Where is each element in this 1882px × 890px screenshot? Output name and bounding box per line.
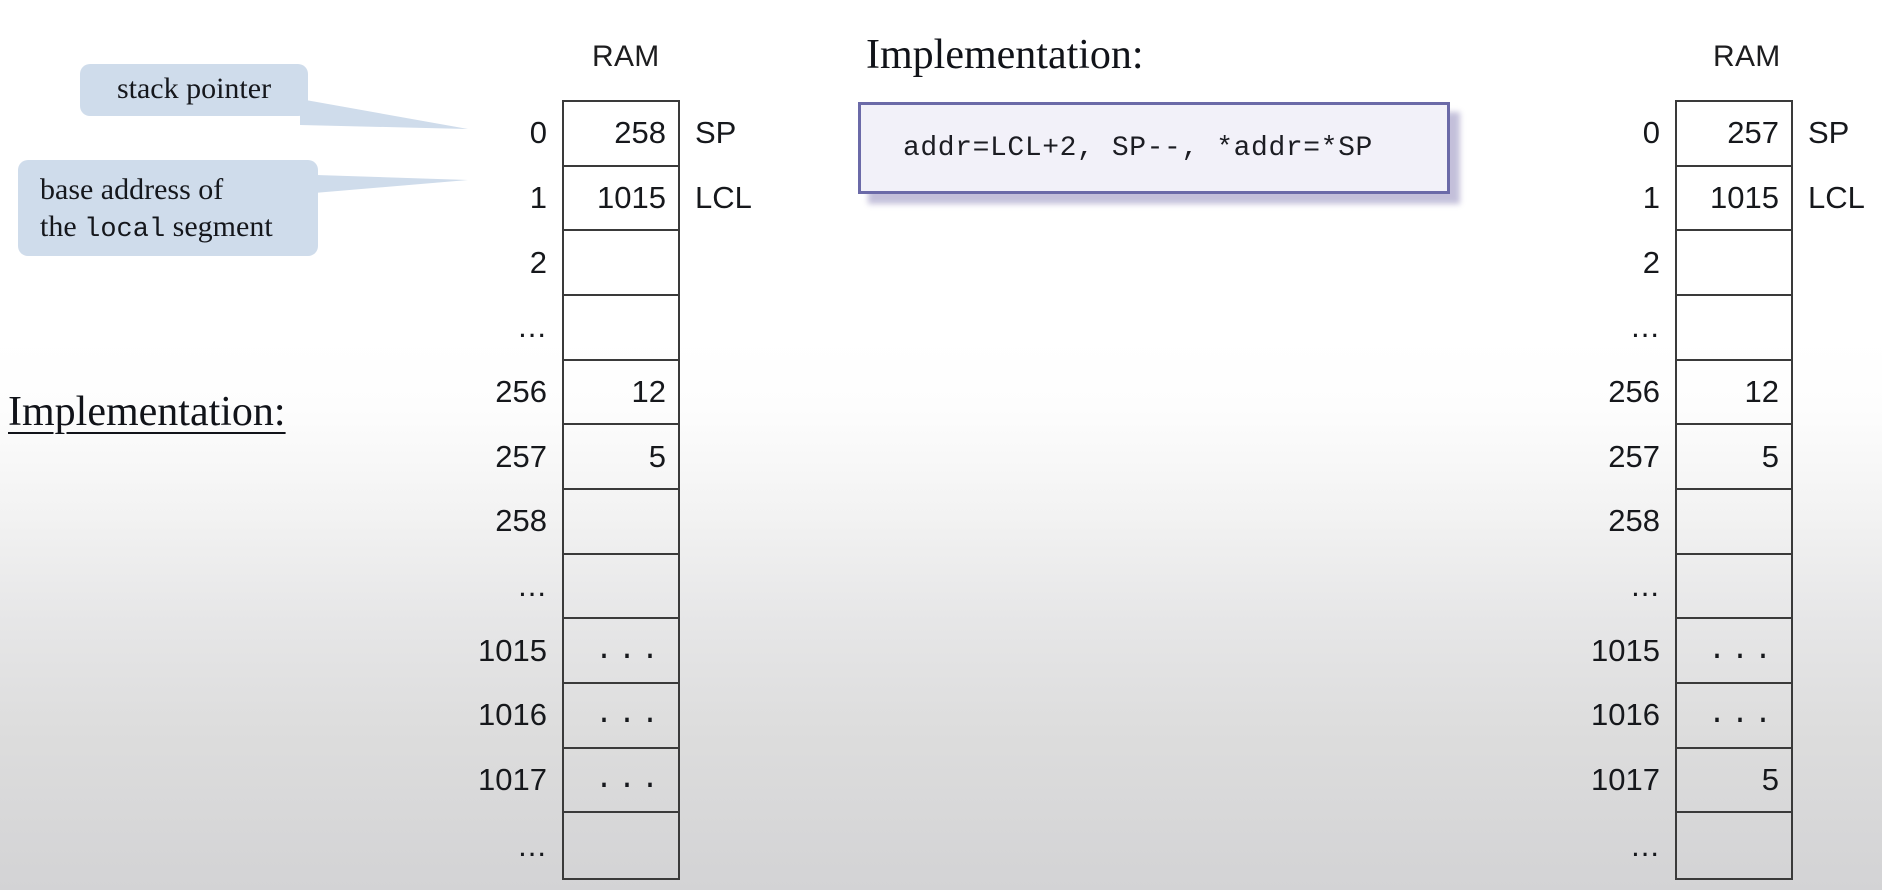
- ram-row: 1015...: [478, 619, 678, 684]
- ram-row: 257 5: [1608, 425, 1791, 490]
- ram-row: 0 258 SP: [530, 102, 736, 167]
- ram-row: 1 1015 LCL: [1643, 167, 1865, 232]
- ram-right-title: RAM: [1713, 40, 1781, 73]
- callout-base-address-line2-suffix: segment: [165, 209, 273, 243]
- callout-base-address-line1: base address of: [40, 173, 224, 206]
- ram-row: 1 1015 LCL: [530, 167, 752, 232]
- ram-cell-value: ...: [594, 762, 664, 797]
- ram-cell-value: 12: [1744, 373, 1779, 409]
- ram-cell-value: 5: [648, 438, 666, 474]
- ram-pointer-label-sp: SP: [1808, 115, 1850, 151]
- ram-cell-value: ...: [594, 698, 664, 733]
- ram-address-label: ...: [1631, 309, 1660, 345]
- ram-address-label: ...: [518, 567, 547, 603]
- callout-base-address-line2-prefix: the: [40, 209, 85, 243]
- ram-row: 257 5: [495, 425, 678, 490]
- ram-cell-value: 258: [614, 115, 666, 151]
- ram-row: 1015...: [1591, 619, 1791, 684]
- ram-address-label: 0: [1642, 115, 1660, 151]
- implementation-code-box: addr=LCL+2, SP--, *addr=*SP: [858, 102, 1450, 194]
- ram-row: 256 12: [495, 361, 678, 426]
- page-title-implementation-left: Implementation:: [8, 389, 286, 435]
- ram-address-label: ...: [518, 309, 547, 345]
- ram-address-label: 1: [529, 179, 547, 215]
- ram-address-label: ...: [1631, 827, 1660, 863]
- ram-address-label: 257: [495, 438, 547, 474]
- ram-row: 0 257 SP: [1643, 102, 1849, 167]
- implementation-code-text: addr=LCL+2, SP--, *addr=*SP: [903, 132, 1373, 164]
- ram-cell-value: ...: [1707, 633, 1777, 668]
- ram-address-label: 256: [495, 373, 547, 409]
- ram-row: 2: [1643, 231, 1791, 296]
- callout-stack-pointer-text: stack pointer: [116, 71, 272, 105]
- ram-cell-value: 5: [1761, 761, 1779, 797]
- ram-row: 258: [495, 490, 678, 555]
- ram-row: 256 12: [1608, 361, 1791, 426]
- local-keyword: local: [84, 214, 166, 245]
- page-title-implementation-center: Implementation:: [866, 32, 1144, 78]
- ram-left-title: RAM: [592, 40, 660, 73]
- ram-cell-value: 1015: [597, 179, 666, 215]
- ram-cell-value: 257: [1727, 115, 1779, 151]
- ram-pointer-label-lcl: LCL: [695, 179, 752, 215]
- callout-base-address-line2: the local segment: [40, 209, 296, 247]
- ram-cell-value: 12: [631, 373, 666, 409]
- stack-pointer-callout-tail: [300, 95, 470, 140]
- ram-row: ...: [1631, 813, 1791, 878]
- ram-row: ...: [1631, 555, 1791, 620]
- ram-address-label: 258: [495, 503, 547, 539]
- ram-row: 1017...: [478, 749, 678, 814]
- ram-address-label: ...: [518, 827, 547, 863]
- ram-cell-value: 5: [1761, 438, 1779, 474]
- ram-address-label: 1015: [478, 632, 547, 668]
- ram-address-label: 1: [1642, 179, 1660, 215]
- ram-cell-value: 1015: [1710, 179, 1779, 215]
- ram-row: ...: [518, 813, 678, 878]
- ram-row: 1016...: [478, 684, 678, 749]
- ram-address-label: 1017: [478, 761, 547, 797]
- ram-row: ...: [1631, 296, 1791, 361]
- ram-pointer-label-lcl: LCL: [1808, 179, 1865, 215]
- ram-address-label: 258: [1608, 503, 1660, 539]
- ram-cell-value: ...: [594, 633, 664, 668]
- ram-address-label: 1016: [1591, 697, 1660, 733]
- ram-address-label: 0: [529, 115, 547, 151]
- ram-address-label: 1017: [1591, 761, 1660, 797]
- ram-row: 258: [1608, 490, 1791, 555]
- code-box-container: addr=LCL+2, SP--, *addr=*SP: [858, 102, 1460, 204]
- ram-address-label: 257: [1608, 438, 1660, 474]
- callout-stack-pointer: stack pointer: [80, 64, 308, 116]
- ram-address-label: 1015: [1591, 632, 1660, 668]
- ram-address-label: 2: [529, 244, 547, 280]
- callout-base-address: base address of the local segment: [18, 160, 318, 256]
- ram-row: 2: [530, 231, 678, 296]
- ram-address-label: ...: [1631, 567, 1660, 603]
- ram-address-label: 2: [1642, 244, 1660, 280]
- ram-row: 1017 5: [1591, 749, 1791, 814]
- ram-address-label: 256: [1608, 373, 1660, 409]
- ram-address-label: 1016: [478, 697, 547, 733]
- ram-pointer-label-sp: SP: [695, 115, 737, 151]
- ram-row: ...: [518, 555, 678, 620]
- ram-cell-value: ...: [1707, 698, 1777, 733]
- ram-row: 1016...: [1591, 684, 1791, 749]
- ram-row: ...: [518, 296, 678, 361]
